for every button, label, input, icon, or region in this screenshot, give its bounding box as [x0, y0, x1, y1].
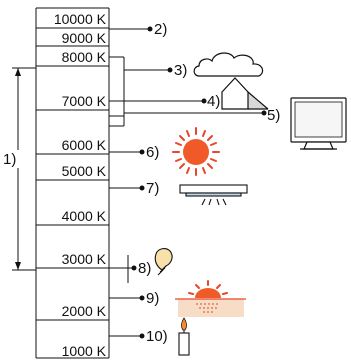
range-label-backdrop — [4, 150, 30, 168]
kelvin-label-4000: 4000 K — [62, 208, 107, 224]
sun-icon — [172, 127, 220, 176]
kelvin-label-3000: 3000 K — [62, 251, 107, 267]
sunset-icon — [175, 280, 246, 317]
kelvin-label-2000: 2000 K — [62, 303, 107, 319]
shade-house-icon — [221, 77, 269, 110]
callout-label-9: 9) — [146, 290, 159, 307]
television-icon — [290, 97, 347, 150]
kelvin-scale — [35, 7, 110, 359]
callout-label-10: 10) — [146, 328, 168, 345]
callout-label-8: 8) — [138, 260, 151, 277]
kelvin-label-7000: 7000 K — [62, 93, 107, 109]
callout-label-6: 6) — [146, 144, 159, 161]
kelvin-label-10000: 10000 K — [54, 11, 107, 27]
cloud-icon — [193, 52, 264, 77]
kelvin-label-8000: 8000 K — [62, 49, 107, 65]
callout-connectors — [109, 28, 264, 337]
light-bulb-icon — [154, 248, 173, 276]
kelvin-label-5000: 5000 K — [62, 163, 107, 179]
kelvin-label-9000: 9000 K — [62, 30, 107, 46]
range-label: 1) — [3, 151, 16, 168]
range-indicator — [12, 67, 36, 271]
fluorescent-light-icon — [179, 184, 248, 206]
callout-label-3: 3) — [174, 62, 187, 79]
kelvin-label-6000: 6000 K — [62, 137, 107, 153]
candle-icon — [178, 317, 190, 356]
kelvin-label-1000: 1000 K — [62, 343, 107, 359]
callout-label-2: 2) — [154, 21, 167, 38]
callout-dots — [131, 26, 267, 339]
kelvin-labels: 10000 K 9000 K 8000 K 7000 K 6000 K 5000… — [54, 11, 107, 359]
callout-label-7: 7) — [146, 180, 159, 197]
callout-label-5: 5) — [267, 107, 280, 124]
callout-labels: 2) 3) 4) 5) 6) 7) 8) 9) 10) — [138, 21, 280, 345]
callout-label-4: 4) — [207, 93, 220, 110]
